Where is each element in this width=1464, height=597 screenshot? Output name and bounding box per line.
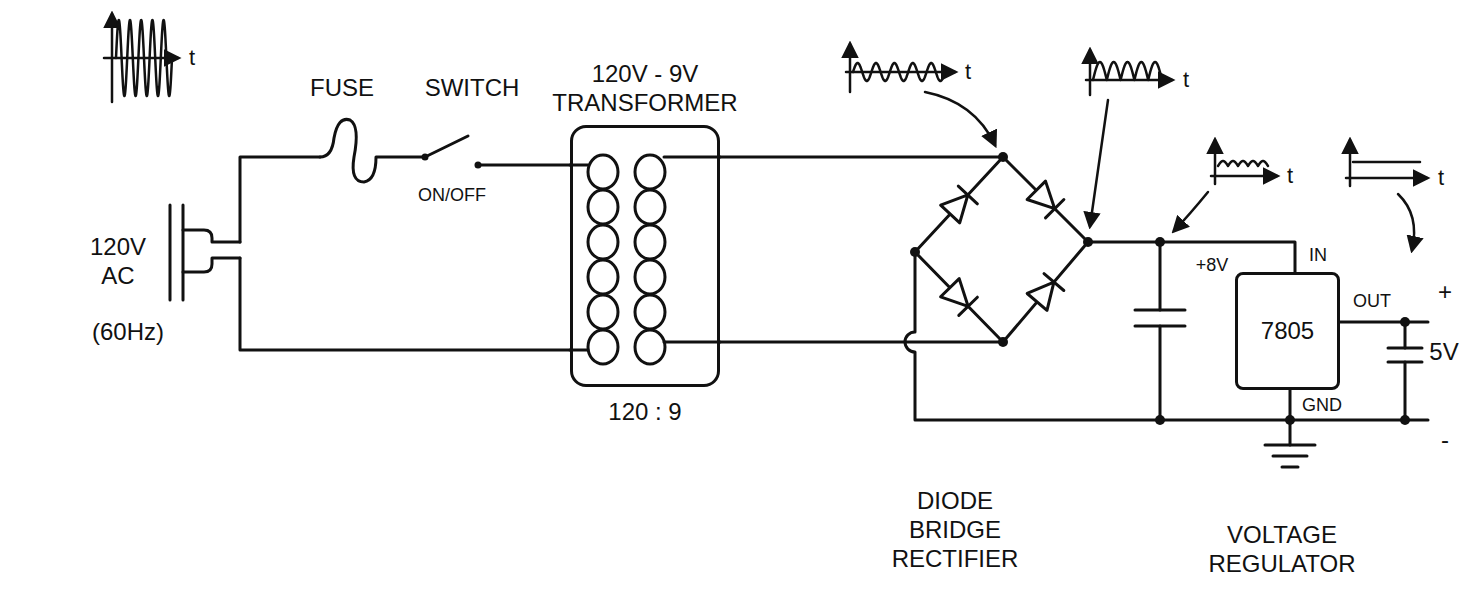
waveform [1093,62,1162,80]
wire [720,156,1003,159]
axis-label: t [1183,67,1189,93]
axis-label: t [1438,165,1444,191]
capacitor-lead [1404,362,1407,420]
diode-lead [1003,242,1088,342]
terminal-sign: + [1438,278,1452,307]
plug-blade [182,205,185,300]
wire [1088,242,1295,272]
switch-contact [475,162,482,169]
diode-lead [1003,157,1088,242]
pin-name: GND [1302,395,1342,417]
part-label: SWITCH [425,74,520,103]
coil-turn [635,260,665,294]
source-label: 120V AC [79,233,157,291]
coil-turn [588,295,618,329]
dc-waveform [1353,161,1420,164]
coil-turn [635,295,665,329]
switch-blade [425,136,468,157]
part-label: FUSE [310,74,374,103]
coil-lead [664,156,720,159]
stage-label: DIODE BRIDGE RECTIFIER [885,487,1025,573]
regulator-ic: 7805 [1235,272,1340,390]
pin-name: IN [1309,245,1327,267]
axis-arrow [1089,50,1092,95]
frequency-label: (60Hz) [92,318,164,347]
axis-label: t [189,45,195,71]
coil-turn [635,330,665,364]
turns-ratio: 120 : 9 [608,398,681,427]
diode-bar [958,186,977,204]
diode-symbol [1027,181,1055,209]
ground-rail [905,252,1428,420]
stage-label: VOLTAGE REGULATOR [1196,521,1368,579]
wire [720,341,1003,344]
coil-turn [588,155,618,189]
diode-symbol [941,195,968,223]
wire [240,157,320,242]
waveform [1218,161,1268,166]
junction-dot [1400,415,1410,425]
axis-arrow [1346,177,1427,180]
waveform-axes [104,14,1427,250]
terminal-sign: - [1441,426,1449,455]
axis-arrow [1086,79,1172,82]
axis-arrow [1211,175,1277,178]
diode-bar [1044,274,1064,291]
pointer-arrow [1398,194,1414,250]
plug-prong [183,258,240,272]
ground-symbol [1273,455,1307,458]
coil-lead [664,341,720,344]
junction-dot [1155,415,1165,425]
waveform [853,63,945,81]
switch-state: ON/OFF [418,185,486,207]
diode-bar [1046,200,1064,218]
diode-symbol [941,279,968,307]
diode-symbol [1027,282,1054,310]
switch-contact [422,154,429,161]
coil-turn [588,225,618,259]
pointer-arrow [1090,100,1108,226]
output-voltage: 5V [1429,338,1458,367]
voltage-label: +8V [1196,255,1229,277]
wiring [170,119,1428,467]
plug-prong [183,230,240,242]
coil-turn [635,155,665,189]
axis-label: t [1287,163,1293,189]
axis-arrow [1214,140,1217,184]
ground-symbol [1265,444,1315,447]
plug-blade [169,205,172,300]
diode-lead [915,157,1003,252]
capacitor-lead [1159,326,1162,420]
coil-turn [588,260,618,294]
wire [240,258,570,350]
part-number: 7805 [1261,317,1314,346]
waveform [116,20,172,96]
ground-symbol [1282,466,1298,469]
wire [1340,321,1428,324]
coil-turn [588,190,618,224]
fuse-symbol [320,119,422,182]
pointer-arrow [925,92,995,145]
axis-arrow [849,44,852,92]
junction-dot [1155,237,1165,247]
wire [478,164,570,167]
coil-turn [588,330,618,364]
generated-symbols [116,20,1268,364]
capacitor-plate [1388,347,1422,350]
transformer-box: 120V - 9V TRANSFORMER120 : 9 [570,125,720,387]
component-label: 120V - 9V TRANSFORMER [545,60,745,118]
capacitor-lead [1159,242,1162,310]
junction-dot [1400,317,1410,327]
pin-name: OUT [1353,291,1391,313]
axis-label: t [965,59,971,85]
junction-dot [1285,415,1295,425]
coil-turn [635,225,665,259]
pointer-arrow [1174,192,1208,231]
diode-bar [959,297,978,315]
capacitor-plate [1135,309,1185,312]
coil-turn [635,190,665,224]
diode-lead [915,252,1003,342]
